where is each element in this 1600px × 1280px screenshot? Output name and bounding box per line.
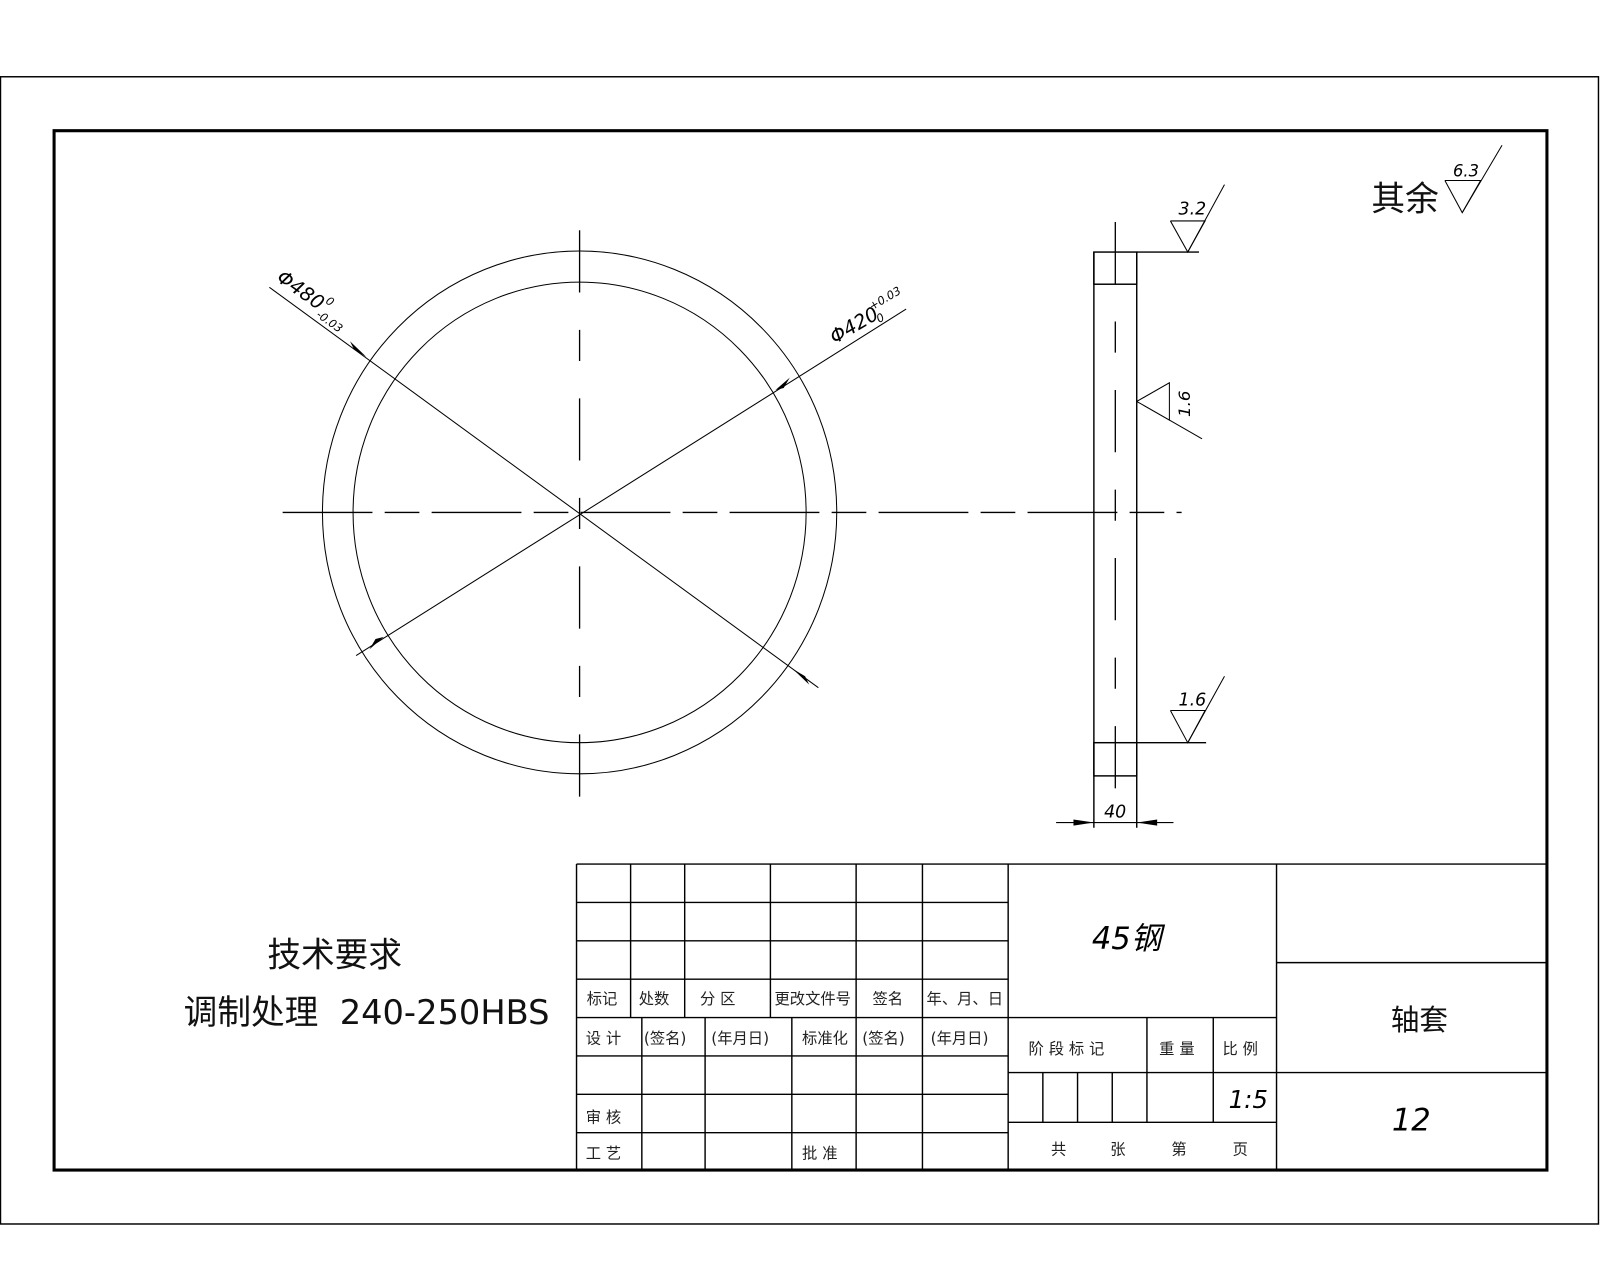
tb-header-date: 年、月、日 [927,990,1003,1008]
tech-req-title: 技术要求 [267,935,402,975]
front-view: Φ480 0 -0.03 Φ420 +0.03 0 [269,230,1182,799]
general-roughness: 其余 6.3 [1371,144,1503,220]
tech-req-line1: 调制处理 240-250HBS [184,993,550,1033]
tb-sheet-total: 共 [1051,1140,1066,1158]
tb-header-docno: 更改文件号 [774,990,850,1008]
roughness-tail [1187,184,1225,253]
outer-border [0,76,1600,1225]
roughness-symbol-icon [1444,179,1482,214]
roughness-bottom-value: 1.6 [1179,690,1207,710]
arrow-icon [369,636,384,650]
arrow-icon [1136,819,1158,826]
tb-design-sign: (签名) [644,1029,687,1047]
side-view: 3.2 1.6 1.6 40 [1056,184,1225,828]
tb-header-mark: 标记 [587,990,618,1008]
roughness-top-value: 3.2 [1179,200,1207,220]
part-name: 轴套 [1391,1003,1448,1037]
od-dimension-label: Φ480 [273,265,329,314]
roughness-symbol-icon [1136,381,1170,421]
roughness-tail [1187,676,1225,743]
tb-review-label: 审 核 [586,1108,621,1126]
tb-sheet-no: 第 [1171,1140,1186,1158]
roughness-tail [1461,144,1503,213]
tb-standardization: 标准化 [802,1029,848,1047]
inner-border [52,129,1549,1172]
arrow-icon [350,341,367,357]
roughness-inner-value: 1.6 [1175,391,1194,417]
tb-design-label: 设 计 [586,1029,621,1047]
tb-header-sign: 签名 [872,990,903,1008]
roughness-symbol-icon [1169,220,1206,254]
general-roughness-label: 其余 [1371,179,1438,219]
roughness-symbol-icon [1169,710,1206,744]
tb-design-date: (年月日) [711,1029,769,1047]
dim-line-id [355,308,907,657]
tb-stage-label: 阶 段 标 记 [1029,1040,1105,1058]
tb-approve-label: 批 准 [802,1145,837,1163]
technical-requirements: 技术要求 调制处理 240-250HBS [184,935,550,1032]
id-upper-tol: +0.03 [867,284,903,313]
tb-sheet-unit: 张 [1110,1140,1125,1158]
tb-header-zone: 分 区 [700,990,735,1008]
material-label: 45钢 [1092,921,1166,957]
tb-scale-label: 比 例 [1222,1040,1257,1058]
tb-std-date: (年月日) [931,1029,989,1047]
arrow-icon [1073,819,1094,826]
roughness-tail [1169,419,1203,440]
general-roughness-value: 6.3 [1453,161,1479,180]
dim-line-od [269,286,819,689]
tb-weight-label: 重 量 [1159,1040,1194,1058]
width-dimension-value: 40 [1104,802,1126,822]
scale-value: 1:5 [1229,1085,1268,1114]
tb-sheet-page: 页 [1233,1140,1248,1158]
tb-std-sign: (签名) [862,1029,905,1047]
tb-process-label: 工 艺 [586,1145,621,1163]
drawing-number: 12 [1392,1102,1431,1138]
tb-header-count: 处数 [639,990,670,1008]
title-block: 标记 处数 分 区 更改文件号 签名 年、月、日 设 计 (签名) (年月日) … [575,863,1547,1171]
